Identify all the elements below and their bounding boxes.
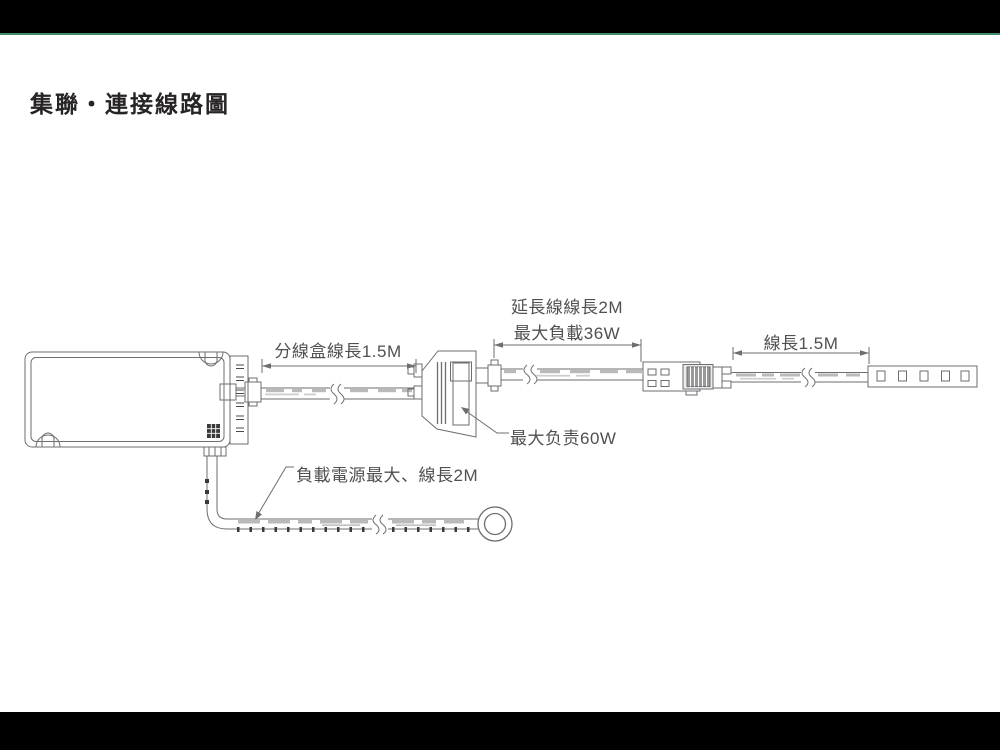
led-strip bbox=[867, 365, 978, 388]
cable-break-mark bbox=[372, 514, 380, 535]
cable-print-marks bbox=[536, 374, 590, 377]
cable-print-marks bbox=[265, 393, 316, 396]
inline-connector bbox=[642, 361, 732, 396]
cable-stripe-marks bbox=[504, 370, 642, 374]
cable-stripe-marks bbox=[238, 520, 464, 524]
cable-tick-marks bbox=[205, 479, 470, 532]
splitter-box bbox=[407, 350, 502, 438]
cable-break-mark bbox=[801, 367, 809, 388]
cable-print-marks bbox=[740, 377, 794, 380]
label-strip-cable-length: 線長1.5M bbox=[763, 334, 839, 353]
grid-connector bbox=[207, 424, 220, 438]
bottom-letterbox-bar bbox=[0, 712, 1000, 750]
strip-cable bbox=[731, 367, 868, 388]
top-letterbox-bar bbox=[0, 0, 1000, 33]
splitter-output-plug bbox=[475, 359, 502, 392]
page-title: 集聯・連接線路圖 bbox=[30, 91, 230, 117]
connector-barrel bbox=[682, 364, 714, 390]
connector-clip bbox=[712, 366, 732, 389]
cable-stripe-marks bbox=[736, 373, 860, 377]
dimension-strip-cable bbox=[732, 347, 870, 364]
dimension-extension-cable bbox=[493, 339, 642, 362]
splitter-cable bbox=[261, 383, 414, 405]
strain-relief bbox=[203, 446, 227, 457]
output-plug bbox=[219, 377, 262, 407]
leader-splitter-max-load bbox=[461, 407, 509, 434]
round-connector bbox=[477, 506, 513, 542]
power-cable bbox=[203, 446, 513, 542]
leader-power-cable-note bbox=[255, 466, 294, 520]
dimension-splitter-cable bbox=[261, 359, 417, 373]
green-accent-line bbox=[0, 33, 1000, 35]
cable-print-marks bbox=[322, 524, 436, 527]
label-extension-max-load: 最大負載36W bbox=[513, 324, 621, 343]
splitter-input-tabs bbox=[407, 363, 423, 400]
led-chips bbox=[876, 370, 970, 382]
power-supply-unit bbox=[24, 351, 262, 448]
label-power-cable-note: 負載電源最大、線長2M bbox=[296, 466, 479, 485]
mounting-keyhole-top bbox=[198, 351, 224, 367]
cable-break-mark bbox=[330, 383, 338, 405]
label-splitter-max-load: 最大负责60W bbox=[510, 429, 617, 448]
cable-break-mark bbox=[523, 364, 531, 385]
mounting-keyhole-bottom bbox=[35, 432, 61, 448]
cable-stripe-marks bbox=[266, 389, 412, 393]
label-splitter-cable-length: 分線盒線長1.5M bbox=[274, 342, 402, 361]
connector-pin-holes bbox=[647, 368, 670, 387]
label-extension-cable-length: 延長線線長2M bbox=[510, 298, 624, 317]
extension-cable bbox=[501, 364, 643, 385]
